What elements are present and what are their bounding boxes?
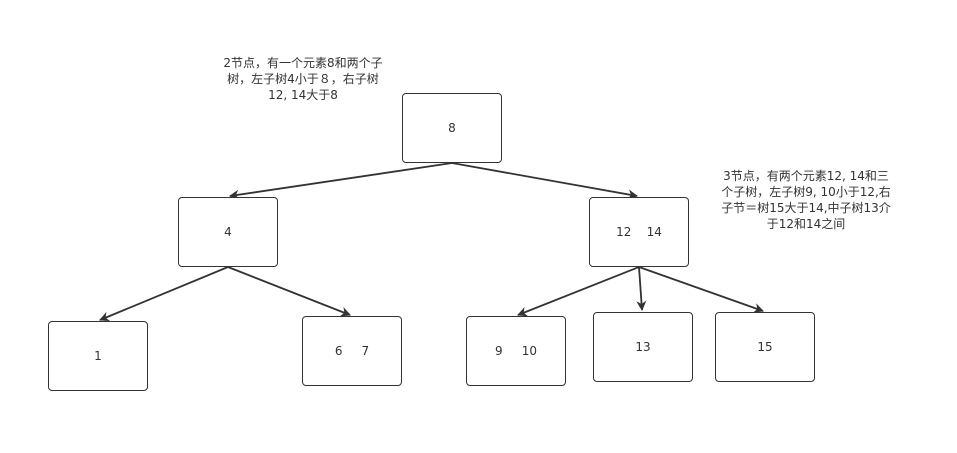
three-node-annotation-line: 子节＝树15大于14,中子树13介 bbox=[721, 201, 891, 215]
edge-8-to-12-14 bbox=[451, 162, 638, 200]
node-13: 13 bbox=[593, 312, 693, 382]
edge-4-to-1 bbox=[99, 266, 229, 322]
two-node-annotation-line: 树，左子树4小于８，右子树 bbox=[227, 72, 379, 86]
node-9-10: 9 10 bbox=[466, 316, 566, 386]
node-4: 4 bbox=[178, 197, 278, 267]
three-node-annotation-line: 个子树，左子树9, 10小于12,右 bbox=[721, 185, 891, 199]
node-6-7: 6 7 bbox=[302, 316, 402, 386]
two-node-annotation: 2节点，有一个元素8和两个子 树，左子树4小于８，右子树 12, 14大于8 bbox=[208, 55, 398, 103]
edge-12-14-to-9-10 bbox=[517, 266, 640, 317]
edge-8-to-4 bbox=[229, 162, 453, 200]
node-root-8: 8 bbox=[402, 93, 502, 163]
node-15: 15 bbox=[715, 312, 815, 382]
edge-12-14-to-13 bbox=[636, 266, 647, 311]
two-node-annotation-line: 2节点，有一个元素8和两个子 bbox=[223, 56, 383, 70]
edge-4-to-6-7 bbox=[227, 266, 351, 317]
node-1: 1 bbox=[48, 321, 148, 391]
three-node-annotation-line: 于12和14之间 bbox=[766, 217, 846, 231]
three-node-annotation-line: 3节点，有两个元素12, 14和三 bbox=[723, 169, 889, 183]
three-node-annotation: 3节点，有两个元素12, 14和三 个子树，左子树9, 10小于12,右 子节＝… bbox=[706, 168, 906, 232]
two-node-annotation-line: 12, 14大于8 bbox=[268, 88, 338, 102]
edge-12-14-to-15 bbox=[638, 266, 764, 313]
node-12-14: 12 14 bbox=[589, 197, 689, 267]
